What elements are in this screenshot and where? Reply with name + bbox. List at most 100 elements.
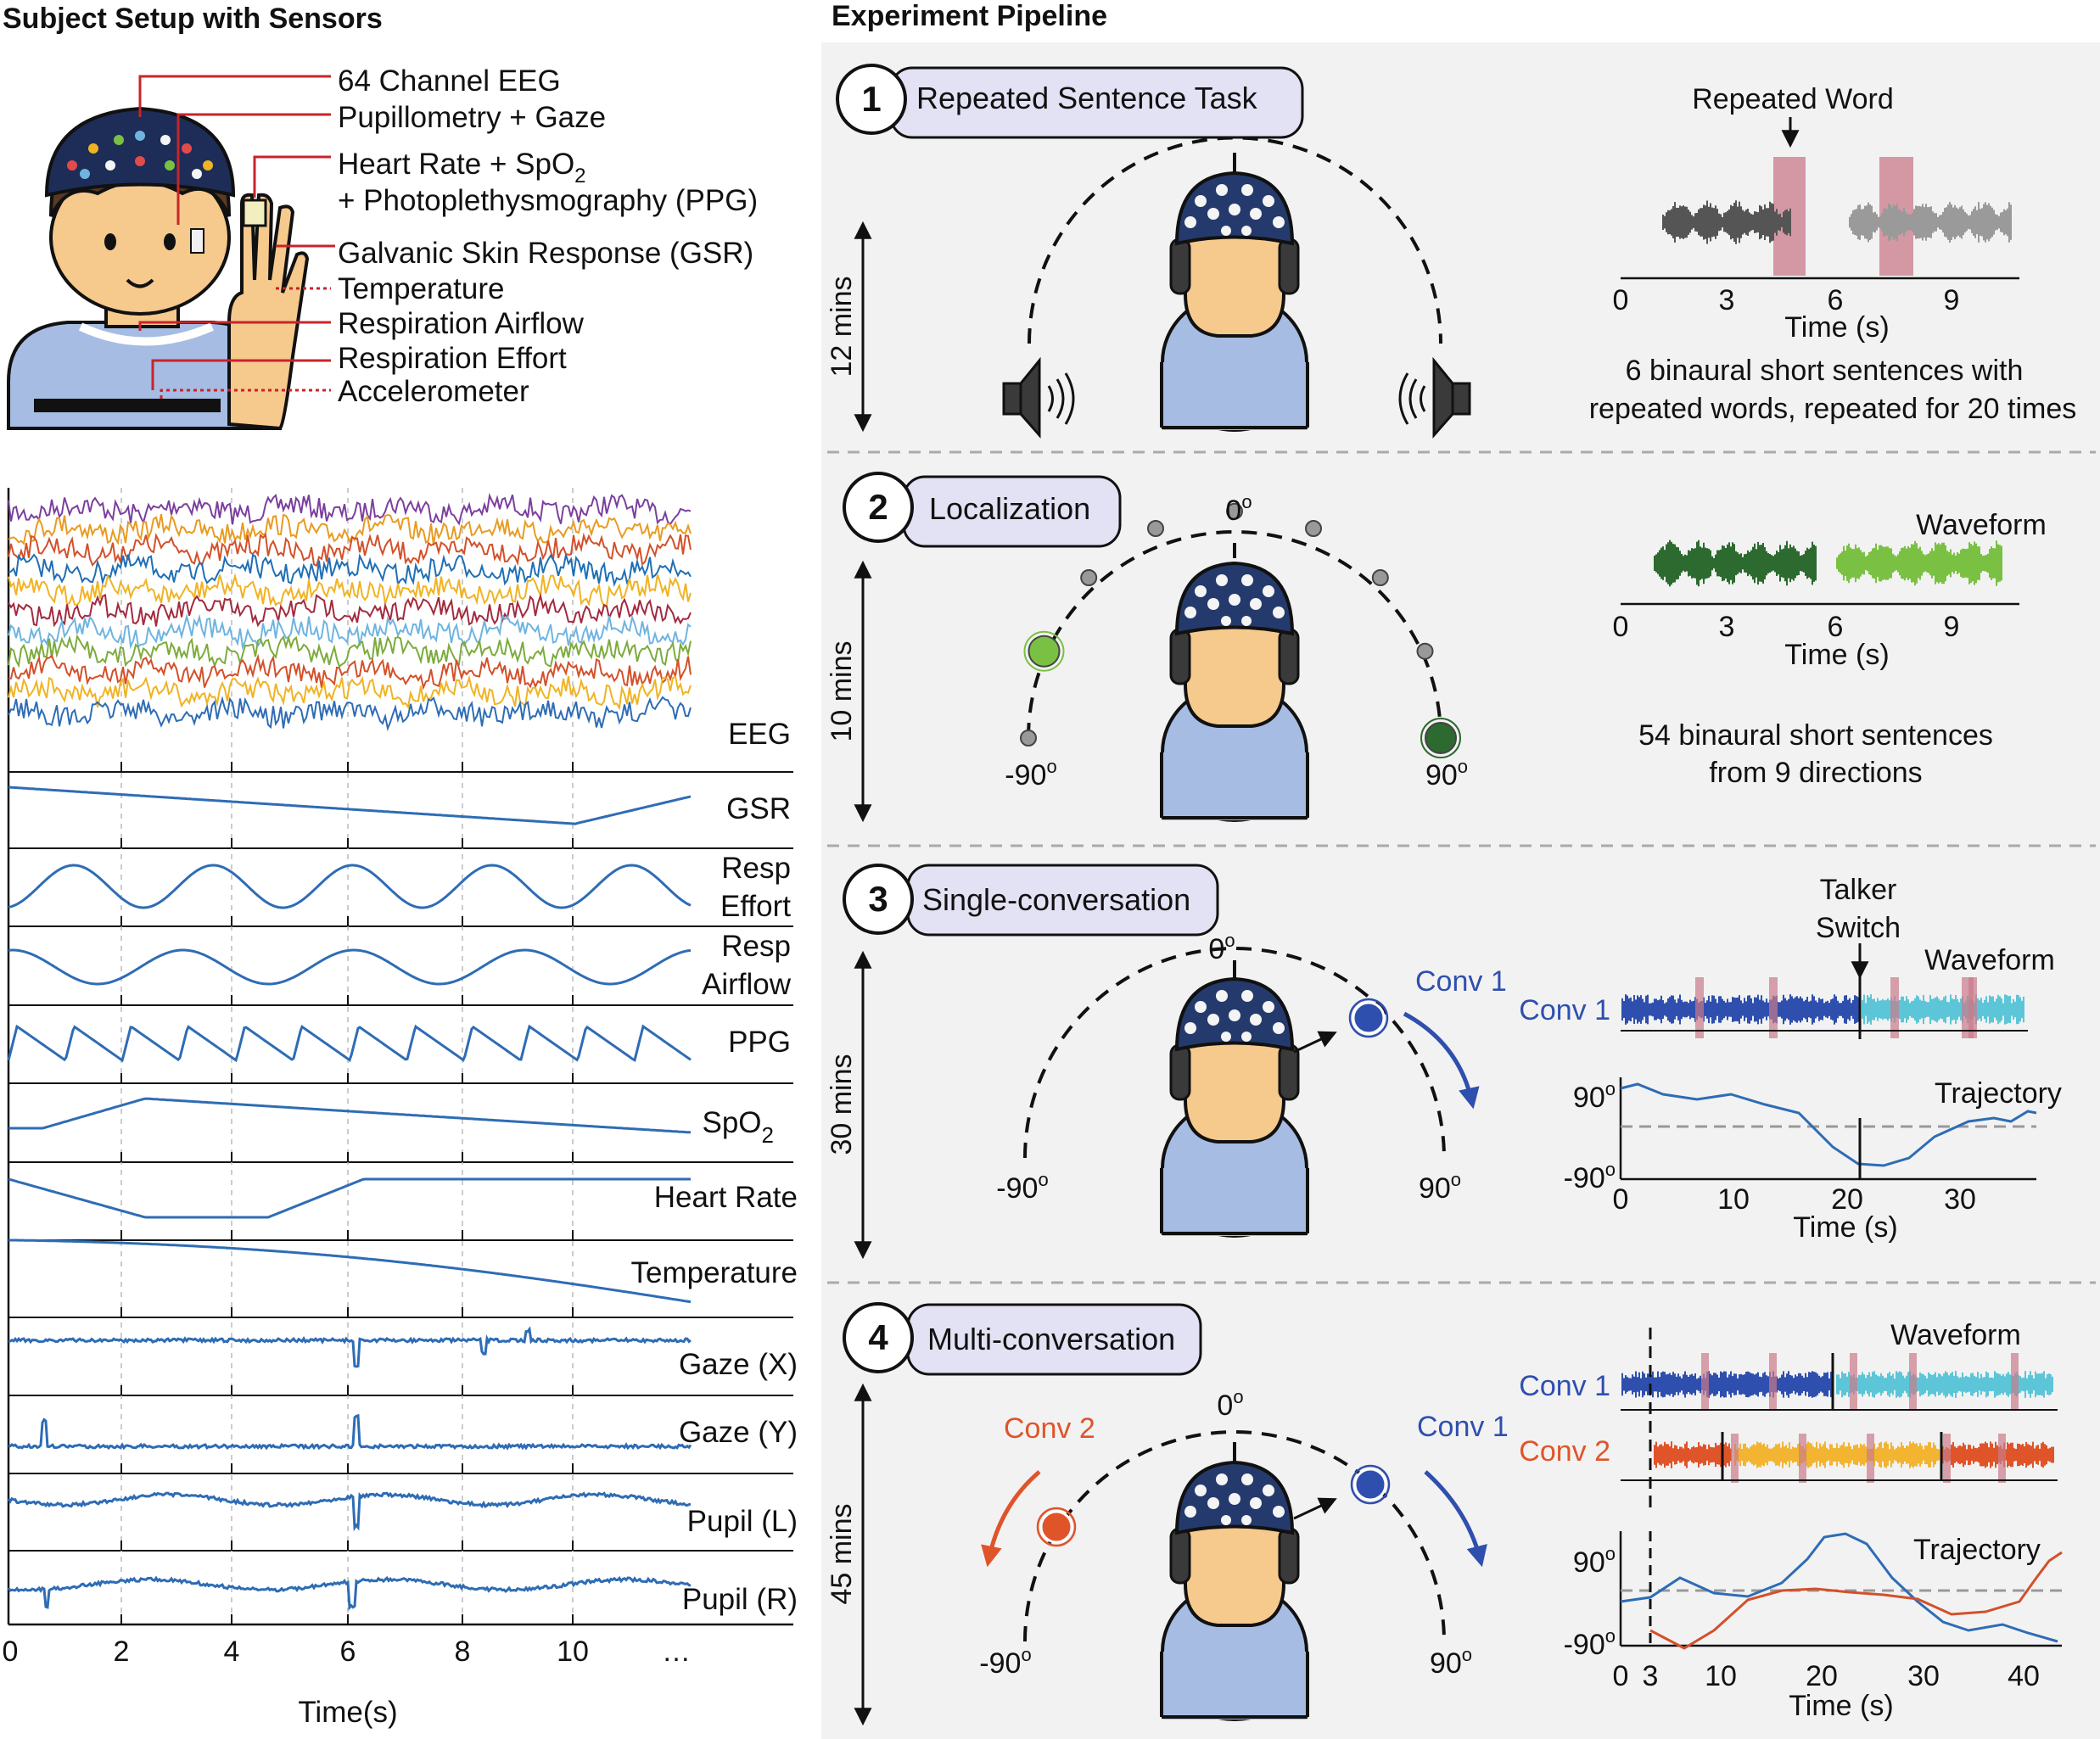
section-1-arc [1028,136,1442,344]
s4-angle-left: -90o [979,1644,1031,1680]
s3-talker-2: Switch [1816,912,1901,944]
section-4-trajectories [1620,1532,2063,1650]
section-4-arc [1023,1430,1446,1642]
label-gaze-x: Gaze (X) [679,1348,798,1381]
signal-labels: EEG GSR Resp Effort Resp Airflow PPG SpO… [631,718,798,1616]
section-3-title: Single-conversation [922,882,1190,917]
sensor-label-gsr: Galvanic Skin Response (GSR) [338,237,753,270]
section-1-title: Repeated Sentence Task [916,81,1258,115]
right-speaker-icon [1398,356,1471,439]
s1-tick-0: 0 [1613,284,1629,316]
label-resp-airflow-2: Airflow [702,968,792,1001]
sensor-label-temperature: Temperature [338,272,504,305]
s4-trace1-label: Conv 1 [1519,1370,1610,1402]
sensor-label-lines [138,75,335,399]
label-ppg: PPG [728,1026,791,1059]
time-tick-0: 0 [3,1636,19,1668]
s3-conv1-label: Conv 1 [1415,965,1507,998]
s4-tick-10: 10 [1705,1660,1737,1692]
label-pupil-r: Pupil (R) [682,1583,798,1616]
left-panel-title: Subject Setup with Sensors [3,3,383,35]
label-eeg: EEG [728,718,791,751]
s2-tick-0: 0 [1613,611,1629,643]
s4-trace2-label: Conv 2 [1519,1435,1610,1468]
physio-traces [7,786,692,1611]
sensor-label-accelerometer: Accelerometer [338,375,529,408]
s1-tick-3: 3 [1719,284,1735,316]
s4-angle-top: 0o [1217,1386,1243,1422]
s2-waveform-label: Waveform [1916,509,2047,541]
section-3: 3 Single-conversation 30 mins Conv 1 0o … [826,864,2062,1260]
signal-vertical-grid [120,488,574,1624]
label-temperature: Temperature [631,1256,798,1289]
label-gsr: GSR [726,792,791,825]
s3-y-top: 90o [1573,1078,1616,1114]
s4-y-top: 90o [1573,1543,1616,1579]
section-2-number: 2 [868,487,888,527]
time-axis-label: Time(s) [298,1696,397,1729]
section-1-badge [836,64,907,135]
s1-tick-6: 6 [1828,284,1844,316]
section-1-duration: 12 mins [826,276,858,377]
section-3-badge [843,864,914,935]
section-3-trajectory [1620,1082,2037,1179]
s1-tick-9: 9 [1944,284,1960,316]
s3-tick-0: 0 [1613,1183,1629,1216]
localization-positions [1020,502,1461,758]
s4-xlabel: Time (s) [1789,1690,1893,1722]
s3-trace-label: Conv 1 [1519,994,1610,1026]
s4-tick-0: 0 [1613,1660,1629,1692]
s3-angle-top: 0o [1208,930,1235,965]
section-2: 2 Localization 10 mins 0o -90o 90o Wavef… [826,472,2047,823]
repeated-word-label: Repeated Word [1692,83,1894,115]
s4-waveform-label: Waveform [1890,1319,2021,1351]
s4-tick-30: 30 [1907,1660,1940,1692]
s3-tick-30: 30 [1944,1183,1976,1216]
time-axis: 0 2 4 6 8 10 … Time(s) [3,1636,691,1729]
time-tick-6: 6 [340,1636,356,1668]
section-2-arc [1027,530,1442,739]
label-resp-effort-1: Resp [721,852,791,885]
s4-conv2-label: Conv 2 [1004,1412,1095,1445]
label-gaze-y: Gaze (Y) [679,1416,798,1449]
s4-conv2-source [1039,1510,1073,1544]
s2-tick-6: 6 [1828,611,1844,643]
section-2-badge [843,472,914,543]
sensor-labels: 64 Channel EEG Pupillometry + Gaze Heart… [338,64,758,408]
s2-angle-right: 90o [1425,756,1468,791]
section-dividers [827,450,2096,1284]
s3-angle-left: -90o [996,1169,1048,1205]
sensor-label-ppg: + Photoplethysmography (PPG) [338,184,758,217]
s2-angle-top: 0o [1225,491,1252,527]
s3-tick-20: 20 [1831,1183,1863,1216]
s1-xlabel: Time (s) [1784,311,1889,344]
subject-illustration [7,106,310,431]
s2-tick-9: 9 [1944,611,1960,643]
s4-angle-right: 90o [1430,1644,1472,1680]
label-heart-rate: Heart Rate [654,1181,798,1214]
s3-conv1-motion-arrow [1403,1011,1480,1110]
s3-trajectory-label: Trajectory [1935,1077,2062,1110]
eeg-traces [8,492,692,732]
label-resp-effort-2: Effort [720,890,791,923]
section-1-number: 1 [861,79,881,119]
s4-trajectory-label: Trajectory [1913,1534,2041,1566]
section-1-waveform [1662,200,2012,244]
s3-xlabel: Time (s) [1793,1211,1897,1244]
section-4-badge [843,1302,914,1373]
s1-desc-1: 6 binaural short sentences with [1626,355,2024,387]
section-2-waveform [1654,540,2002,587]
section-4-title: Multi-conversation [927,1322,1175,1356]
section-2-duration: 10 mins [826,640,858,741]
s2-desc-1: 54 binaural short sentences [1638,719,1993,752]
time-tick-8: 8 [455,1636,471,1668]
s3-tick-10: 10 [1717,1183,1750,1216]
s3-conv1-source [1352,1001,1386,1035]
s2-tick-3: 3 [1719,611,1735,643]
s2-xlabel: Time (s) [1784,639,1889,671]
section-2-title: Localization [929,491,1090,526]
s4-conv1-motion-arrow [1424,1470,1487,1568]
s2-angle-left: -90o [1005,756,1056,791]
s4-conv1-label: Conv 1 [1417,1411,1509,1443]
section-4: 4 Multi-conversation 45 mins Conv 1 Conv… [826,1302,2063,1726]
